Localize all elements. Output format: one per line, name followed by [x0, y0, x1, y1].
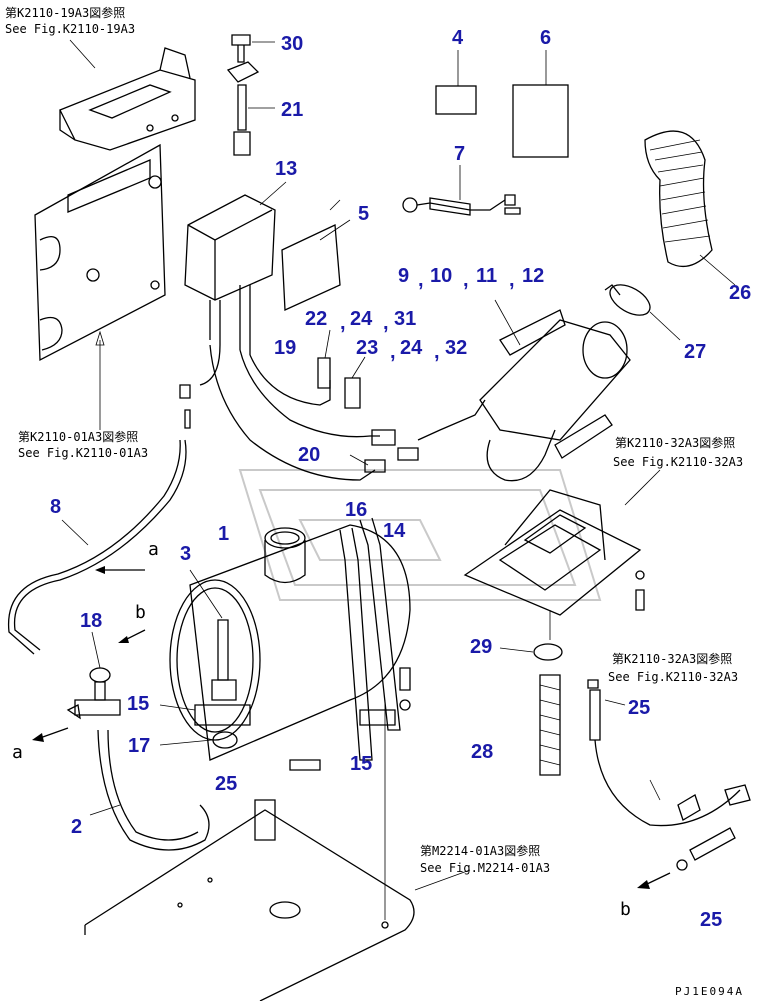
callout-15-right: 15 — [350, 753, 372, 775]
harness-7 — [402, 165, 521, 216]
heater-base-plate — [463, 469, 661, 616]
ref-k2110-32a3-jp-upper: 第K2110-32A3図参照 — [615, 435, 735, 450]
bolt-30 — [226, 34, 275, 83]
callout-6: 6 — [540, 27, 551, 49]
fuel-sensor — [159, 569, 251, 749]
callout-21: 21 — [281, 99, 303, 121]
upper-bracket — [59, 39, 196, 151]
ref-m2214-01a3-en: See Fig.M2214-01A3 — [420, 861, 550, 875]
ref-k2110-32a3-jp-lower: 第K2110-32A3図参照 — [612, 651, 732, 666]
view-mark-b-upper: b — [135, 602, 146, 623]
callout-24-lower: 24 — [400, 337, 423, 359]
callout-1: 1 — [218, 523, 229, 545]
drain-hose-28 — [539, 610, 561, 776]
callout-25-left: 25 — [215, 773, 237, 795]
separator: , — [463, 269, 469, 291]
separator: , — [340, 312, 346, 334]
floor-plate — [84, 700, 471, 1001]
callout-32: 32 — [445, 337, 467, 359]
view-mark-a-upper: a — [148, 539, 159, 560]
callout-17: 17 — [128, 735, 150, 757]
label-5 — [281, 199, 351, 311]
callout-27: 27 — [684, 341, 706, 363]
hose-2 — [89, 729, 210, 851]
callout-29: 29 — [470, 636, 492, 658]
ref-k2110-32a3-en-upper: See Fig.K2110-32A3 — [613, 455, 743, 469]
callout-20: 20 — [298, 444, 320, 466]
ref-k2110-32a3-en-lower: See Fig.K2110-32A3 — [608, 670, 738, 684]
fuel-tank — [169, 517, 411, 771]
ref-k2110-19a3-en: See Fig.K2110-19A3 — [5, 22, 135, 36]
callout-7: 7 — [454, 143, 465, 165]
plate-6 — [512, 50, 569, 158]
callout-30: 30 — [281, 33, 303, 55]
callout-10: 10 — [430, 265, 452, 287]
hose-8 — [7, 384, 191, 655]
callout-3: 3 — [180, 543, 191, 565]
ref-m2214-01a3-jp: 第M2214-01A3図参照 — [420, 843, 540, 858]
callout-15-left: 15 — [127, 693, 149, 715]
callout-24-upper: 24 — [350, 308, 373, 330]
callout-5: 5 — [358, 203, 369, 225]
drawing-code: PJ1E094A — [675, 985, 744, 998]
callout-2: 2 — [71, 816, 82, 838]
callout-26: 26 — [729, 282, 751, 304]
ref-leader-1 — [69, 39, 96, 69]
callout-23: 23 — [356, 337, 378, 359]
separator: , — [509, 269, 515, 291]
lower-harness — [587, 679, 751, 871]
fuse-21 — [233, 84, 275, 156]
callout-31: 31 — [394, 308, 416, 330]
ref-k2110-01a3-jp: 第K2110-01A3図参照 — [18, 429, 138, 444]
separator: , — [434, 341, 440, 363]
callout-12: 12 — [522, 265, 544, 287]
callout-25-bottom: 25 — [700, 909, 722, 931]
clamp-29 — [499, 643, 563, 661]
hose-clamp-27 — [604, 284, 681, 341]
callout-22: 22 — [305, 308, 327, 330]
callout-8: 8 — [50, 496, 61, 518]
view-mark-a-lower: a — [12, 742, 23, 763]
callout-28: 28 — [471, 741, 493, 763]
callout-25-right: 25 — [628, 697, 650, 719]
separator: , — [418, 269, 424, 291]
callout-18: 18 — [80, 610, 102, 632]
separator: , — [383, 312, 389, 334]
callout-11: 11 — [476, 265, 497, 287]
wire-harness — [199, 329, 486, 481]
view-arrows — [32, 566, 671, 889]
ref-k2110-01a3-en: See Fig.K2110-01A3 — [18, 446, 148, 460]
callout-9: 9 — [398, 265, 409, 287]
plate-4 — [435, 50, 477, 115]
callout-4: 4 — [452, 27, 464, 49]
view-mark-b-lower: b — [620, 899, 631, 920]
callout-14: 14 — [383, 520, 406, 542]
callout-13: 13 — [275, 158, 297, 180]
duct-hose-26 — [644, 130, 736, 286]
callout-19: 19 — [274, 337, 296, 359]
controller-box-13 — [184, 181, 287, 355]
callout-16: 16 — [345, 499, 367, 521]
ref-k2110-19a3-jp: 第K2110-19A3図参照 — [5, 5, 125, 20]
control-plate — [34, 143, 166, 430]
separator: , — [390, 341, 396, 363]
heater-unit — [479, 299, 631, 482]
valve-18 — [66, 631, 121, 720]
